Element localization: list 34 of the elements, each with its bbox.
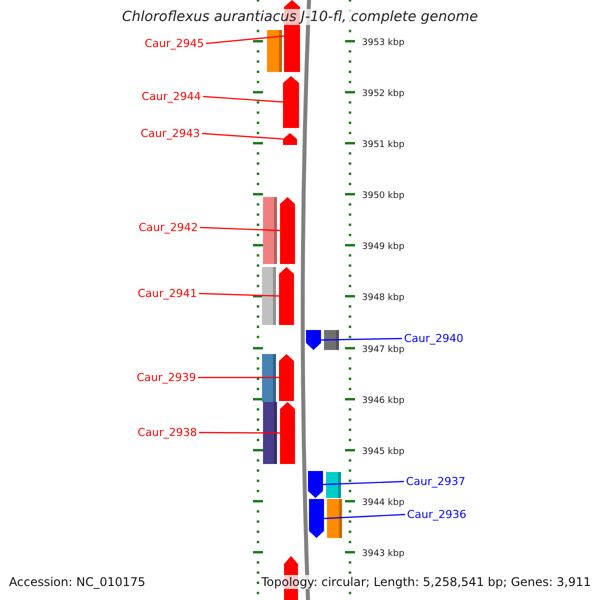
gene-label: Caur_2944 [142, 90, 201, 103]
leader-line [199, 432, 280, 434]
gene-label: Caur_2942 [138, 221, 198, 234]
gene-label: Caur_2941 [138, 287, 197, 300]
gene-label: Caur_2936 [407, 508, 466, 521]
scale-label: 3947 kbp [362, 345, 404, 355]
scale-label: 3952 kbp [362, 89, 404, 99]
leader-line [206, 35, 284, 44]
leader-line [200, 226, 280, 232]
scale-label: 3950 kbp [362, 191, 404, 201]
leader-line [320, 338, 402, 341]
gene-label: Caur_2943 [140, 127, 200, 140]
leader-line [202, 132, 284, 140]
scale-label: 3949 kbp [362, 242, 404, 252]
leader-line [198, 376, 279, 378]
gene-label: Caur_2939 [136, 371, 196, 384]
gene-label: Caur_2940 [404, 332, 464, 345]
scale-label: 3945 kbp [362, 447, 404, 457]
gene-label: Caur_2945 [144, 37, 204, 50]
genome-title: Chloroflexus aurantiacus J-10-fl, complete genome [120, 9, 480, 25]
scale-label: 3944 kbp [362, 498, 404, 508]
leader-line [322, 480, 404, 486]
footer-note: Accession: NC_010175 [9, 575, 146, 589]
scale-label: 3948 kbp [362, 293, 404, 303]
gene-label: Caur_2938 [138, 426, 197, 439]
gene-label: Caur_2937 [406, 475, 466, 488]
footer-note: Topology: circular; Length: 5,258,541 bp; Genes: 3,911 [261, 575, 591, 589]
leader-line [324, 514, 406, 520]
leader-line [202, 96, 284, 103]
scale-label: 3946 kbp [362, 396, 404, 406]
scale-label: 3943 kbp [362, 549, 404, 559]
scale-label: 3953 kbp [362, 38, 404, 48]
leader-line [198, 292, 280, 297]
scale-label: 3951 kbp [362, 140, 404, 150]
